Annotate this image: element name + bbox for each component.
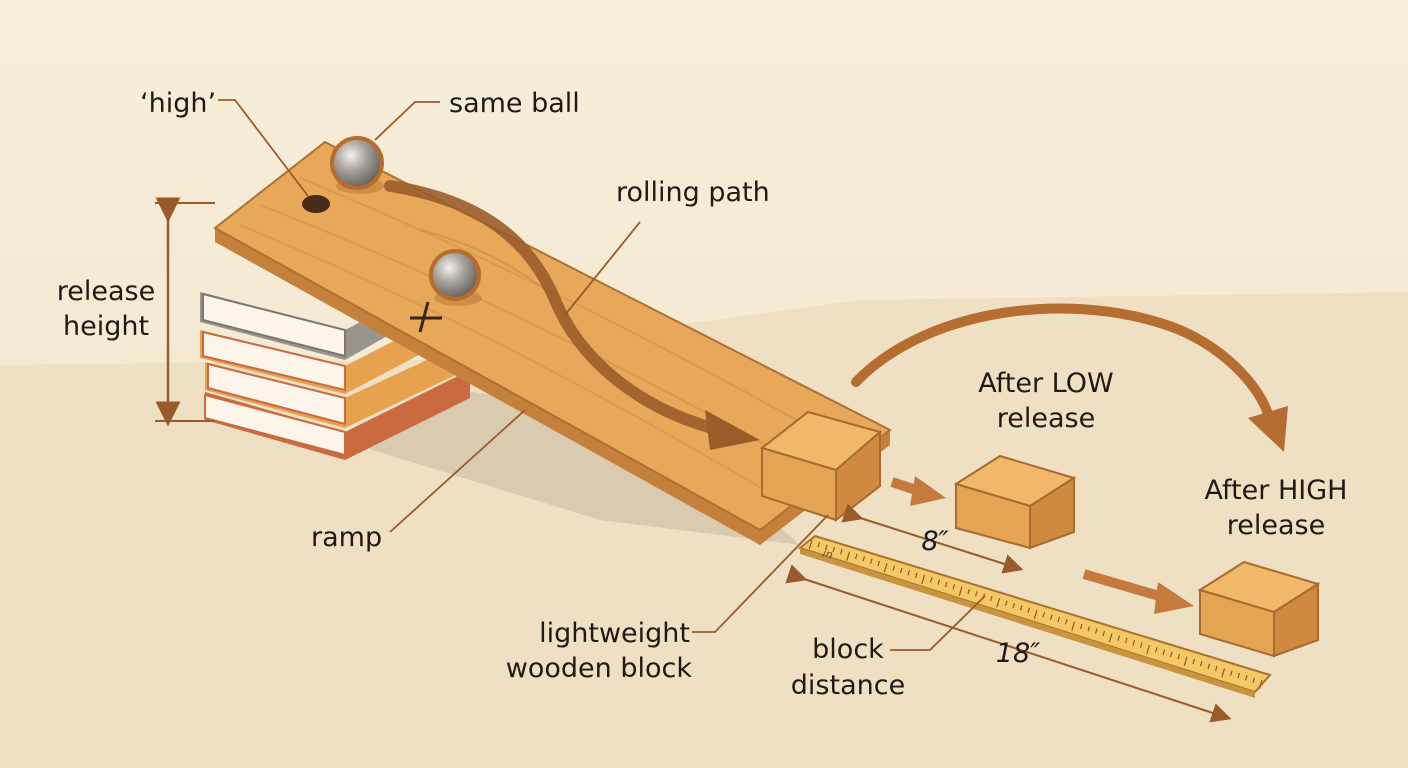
leader-ramp [389,409,526,533]
ball-high [330,136,384,194]
ruler-tick [824,544,828,550]
label-block-distance-1: block [812,634,884,665]
book-second [200,310,455,394]
distance-8-dimension [841,503,1024,574]
leader-lines [218,99,986,651]
book-top [200,280,440,360]
leader-path [564,221,641,316]
wooden-block-start [759,410,883,523]
rolling-path-arrowhead [705,410,760,450]
ball-low [429,249,482,306]
ruler-tick [817,542,821,548]
push-arrow-low [890,476,946,506]
label-after-low-2: release [997,403,1095,434]
leader-block [692,514,829,633]
label-same-ball: same ball [449,88,580,119]
high-release-mark [302,195,330,213]
label-ramp: ramp [311,522,382,553]
label-distance-18: 18″ [996,638,1040,669]
distance-18-dimension [785,564,1232,723]
label-rolling-path: rolling path [616,177,770,208]
leader-ball [374,101,440,141]
ramp-shadow [340,390,800,545]
label-block-2: wooden block [506,653,693,684]
book-bottom [204,370,470,460]
rolling-path-arrow [384,180,726,436]
book-stack [200,280,470,460]
release-height-dimension [155,197,215,427]
label-distance-8: 8″ [921,526,948,557]
ruler-tick [1244,675,1248,681]
label-release-height-1: release [57,276,155,307]
ruler-tick [1252,677,1256,683]
ruler-tick [1258,679,1263,690]
low-release-mark [410,301,442,333]
leader-distance [890,595,986,651]
ruler-tick [808,539,813,550]
label-high: ‘high’ [140,88,216,119]
label-after-high-1: After HIGH [1205,475,1348,506]
ruler-tick [1237,672,1241,679]
ruler-unit-label: in [821,546,834,561]
label-release-height-2: height [63,311,149,342]
label-block-distance-2: distance [791,670,905,701]
label-after-low-1: After LOW [978,368,1113,399]
label-after-high-2: release [1227,510,1325,541]
leader-high [218,99,309,197]
comparison-arc-arrow [851,303,1288,452]
ruler-tick [832,546,836,553]
label-block-1: lightweight [539,618,690,649]
book-third [205,340,470,428]
